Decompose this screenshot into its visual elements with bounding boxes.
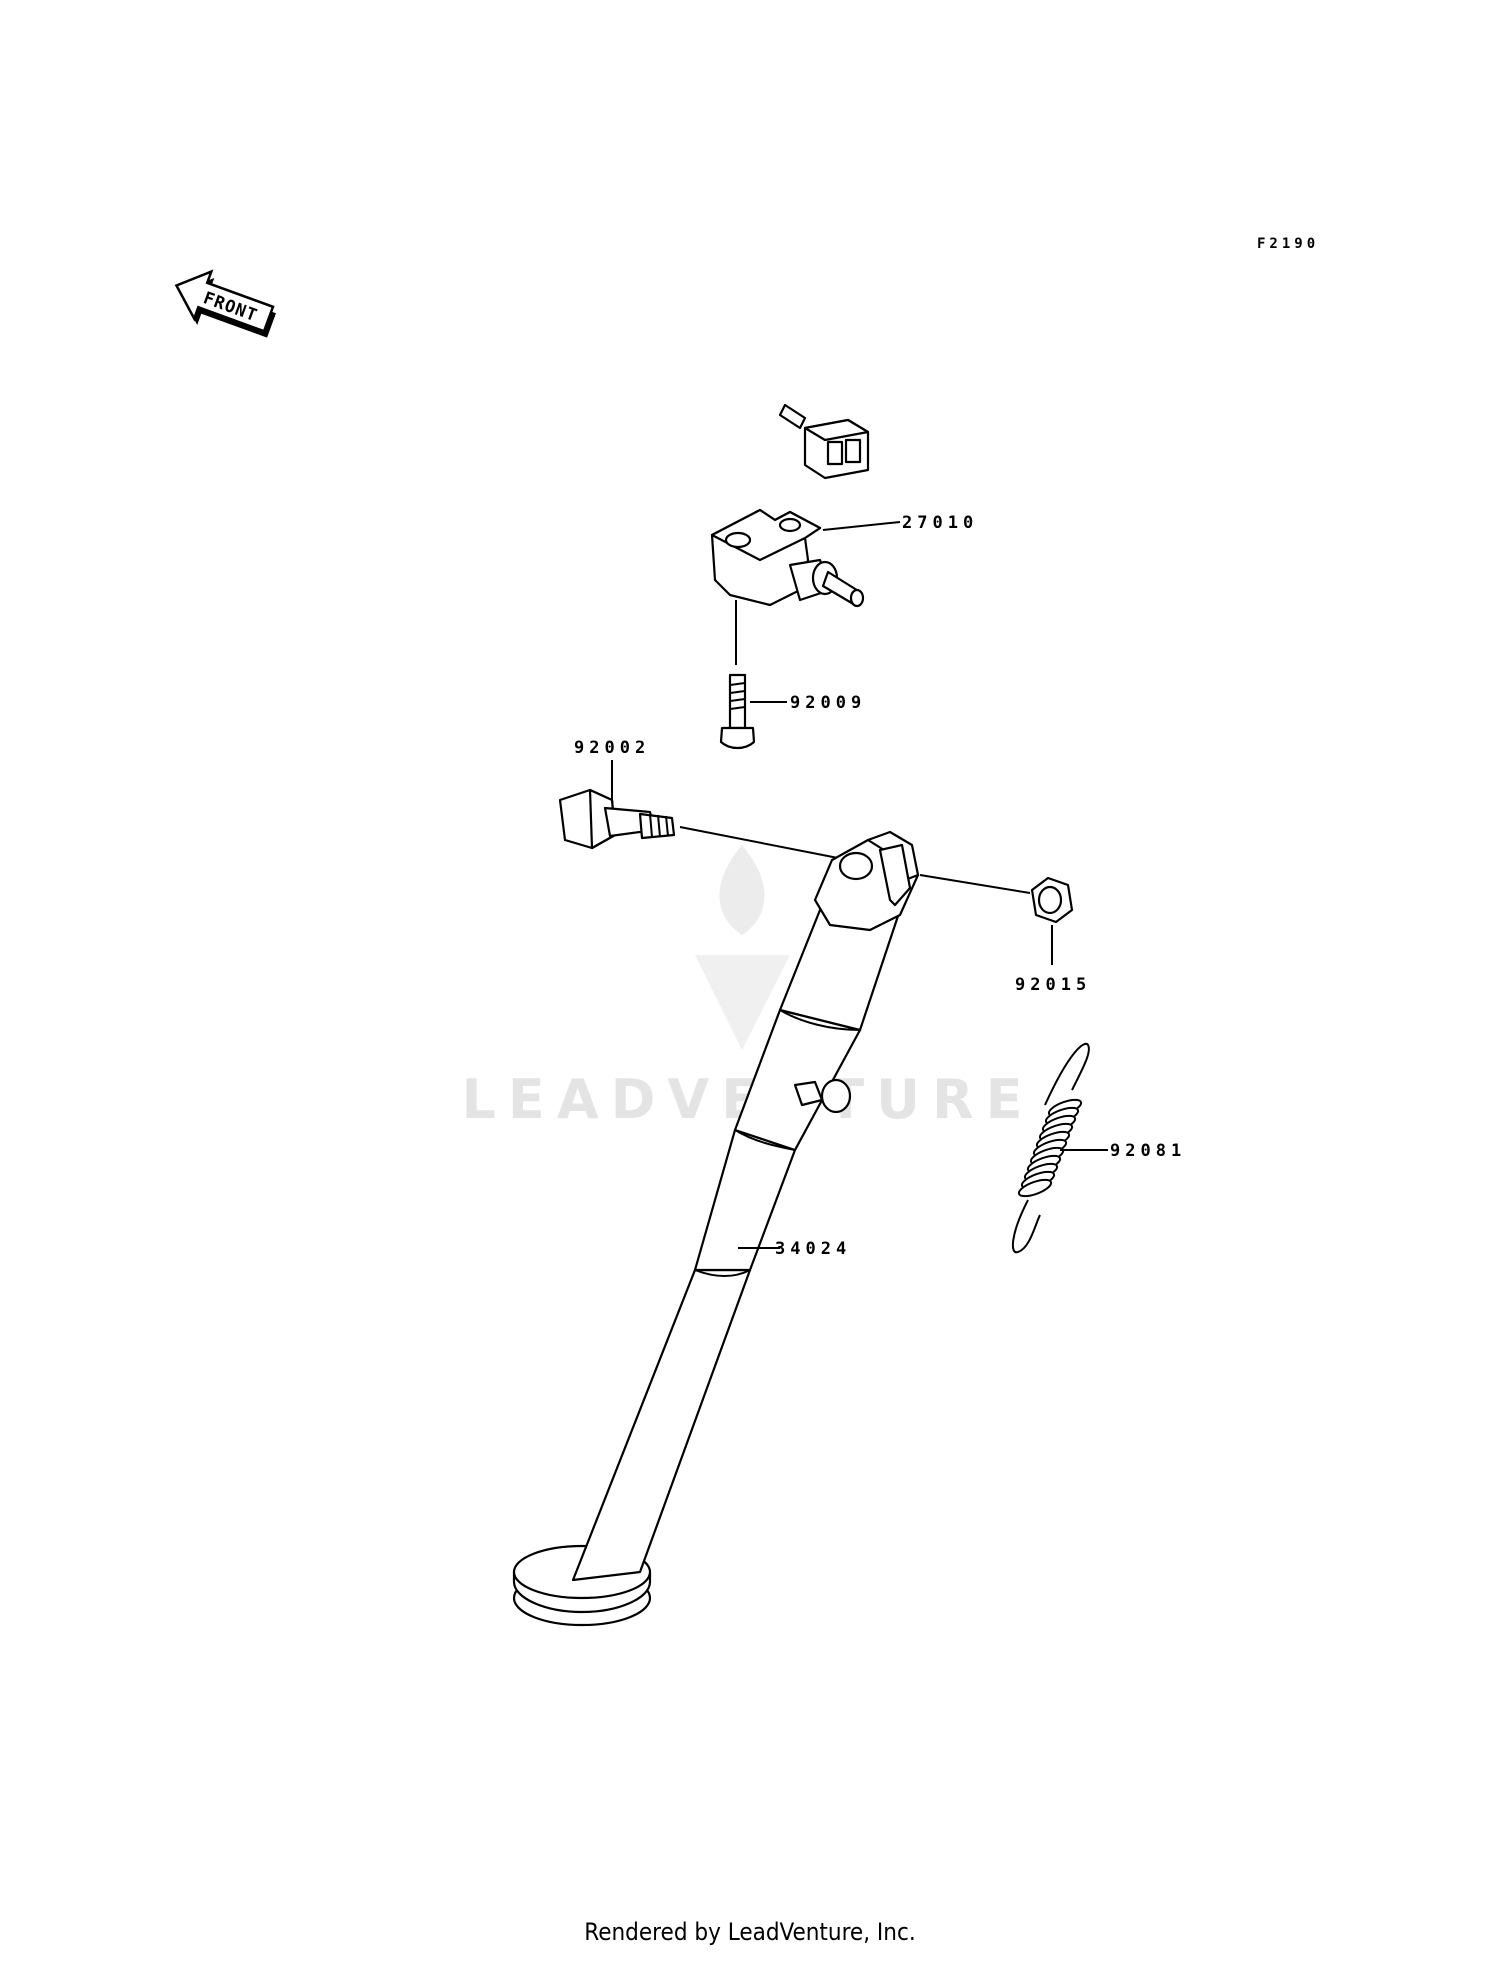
part-label-34024: 34024 [775,1239,851,1259]
watermark-logo-icon [695,845,790,1050]
part-label-92002: 92002 [574,738,650,758]
part-label-92009: 92009 [790,693,866,713]
footer-credit: Rendered by LeadVenture, Inc. [584,1918,915,1946]
diagram-code: F2190 [1257,236,1319,252]
spring-92081 [1011,1042,1108,1254]
part-label-27010: 27010 [902,513,978,533]
part-label-92081: 92081 [1110,1141,1186,1161]
front-arrow-icon: FRONT [174,269,276,338]
bolt-92002 [558,788,839,859]
part-label-92015: 92015 [1015,975,1091,995]
side-stand-34024 [512,830,920,1627]
nut-92015 [919,874,1074,965]
screw-92009 [719,673,787,750]
side-stand-switch [635,357,901,665]
